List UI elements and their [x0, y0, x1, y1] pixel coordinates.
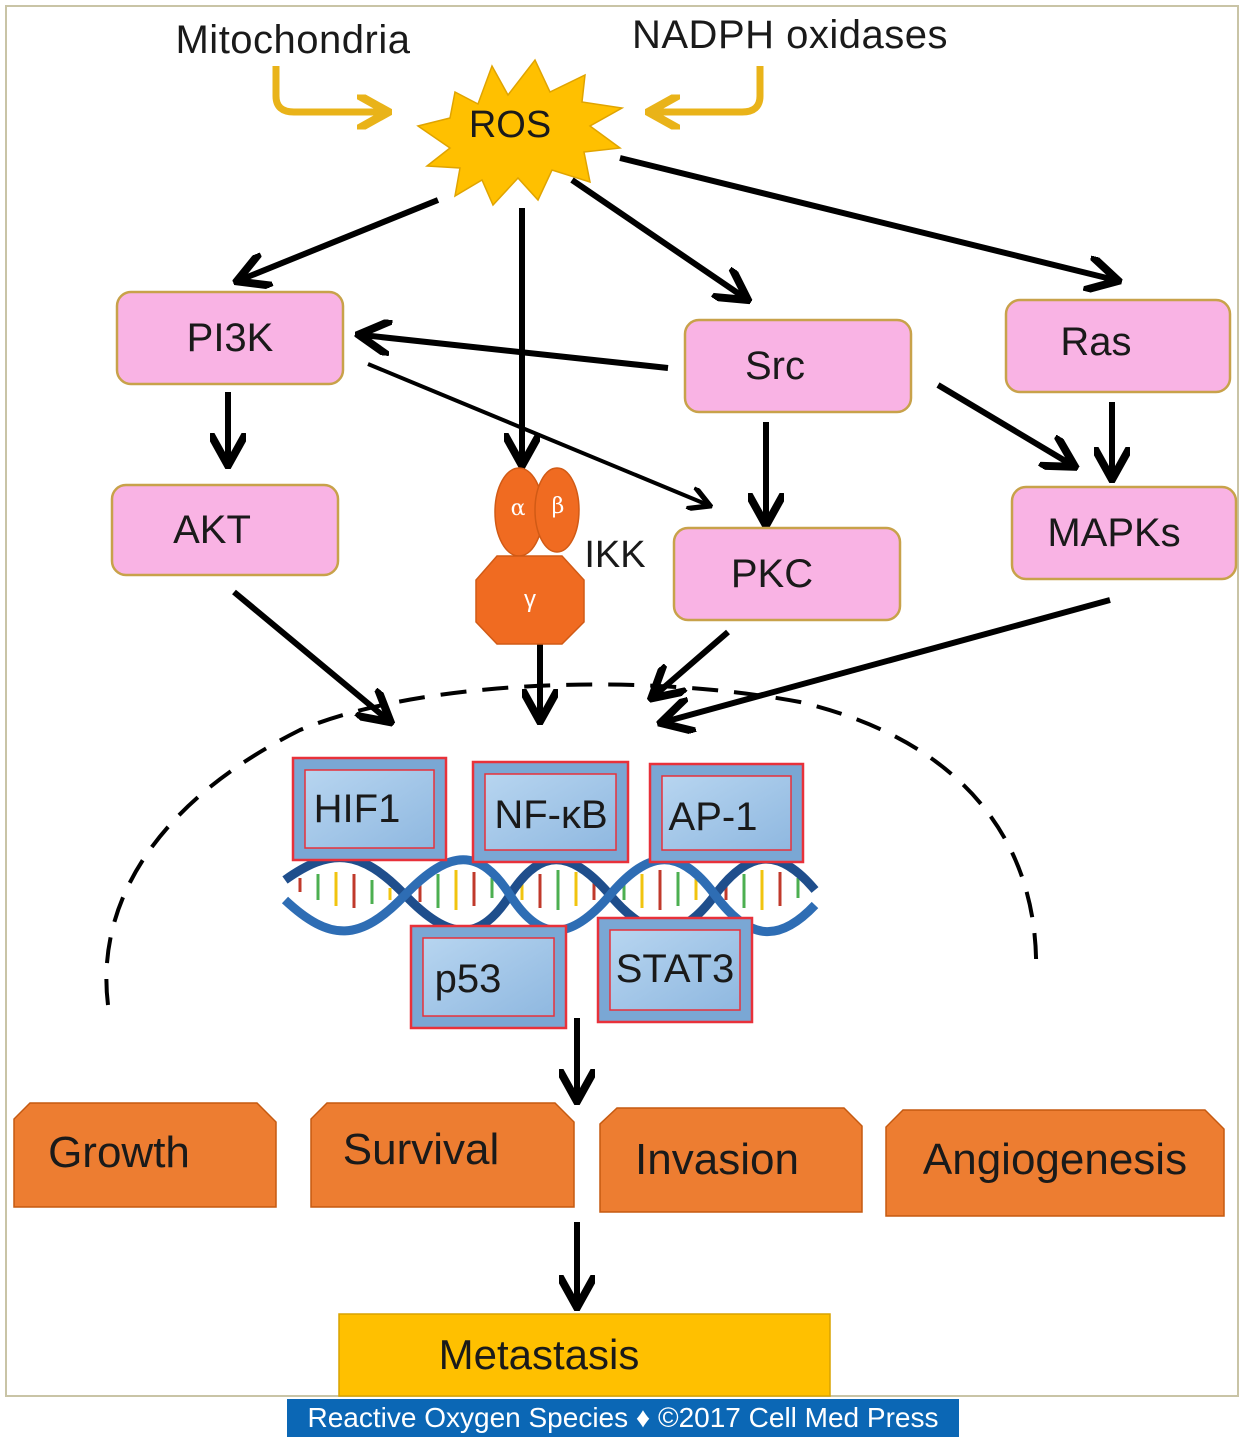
nucleus-boundary	[104, 682, 1039, 1006]
ap1-label: AP-1	[668, 794, 758, 839]
ikk-beta-label: β	[551, 493, 565, 519]
ros-to-pi3k-arrow	[240, 197, 440, 280]
mapks-label: MAPKs	[1047, 510, 1181, 555]
invasion-label: Invasion	[635, 1135, 799, 1184]
growth-box	[13, 1102, 277, 1208]
hif1-label: HIF1	[313, 786, 401, 831]
stat3-label: STAT3	[615, 946, 735, 991]
pi3k-to-pkc-arrow	[367, 362, 708, 505]
ikk-alpha-label: α	[510, 495, 526, 521]
ras-label: Ras	[1060, 319, 1132, 364]
angiogenesis-label: Angiogenesis	[922, 1135, 1188, 1184]
nadph-oxidases-label: NADPH oxidases	[631, 12, 948, 57]
metastasis-label: Metastasis	[438, 1331, 640, 1378]
ikk-gamma-subunit	[475, 555, 585, 645]
metastasis-box	[338, 1313, 831, 1397]
survival-box	[310, 1102, 575, 1208]
mitochondria-label: Mitochondria	[175, 17, 411, 62]
pi3k-label: PI3K	[186, 315, 274, 360]
mapks-box	[1010, 485, 1238, 581]
src-box	[683, 318, 913, 414]
angiogenesis-box	[885, 1109, 1225, 1217]
p53-label: p53	[434, 956, 502, 1001]
ros-to-src-arrow	[570, 177, 745, 298]
nadph-arrow	[652, 66, 764, 112]
mapks-to-nucleus-arrow	[664, 597, 1111, 722]
survival-label: Survival	[342, 1125, 500, 1174]
src-to-mapks-arrow	[936, 382, 1072, 465]
stat3-box	[596, 916, 754, 1024]
nfkb-label: NF-κB	[494, 792, 608, 837]
ras-box	[1004, 298, 1232, 394]
src-label: Src	[745, 343, 805, 388]
pkc-box	[672, 526, 902, 622]
invasion-box	[599, 1107, 863, 1213]
akt-to-nucleus-arrow	[232, 589, 388, 720]
nfkb-box	[471, 760, 630, 864]
ros-starburst	[416, 58, 625, 207]
credit-banner: Reactive Oxygen Species ♦ ©2017 Cell Med…	[287, 1399, 959, 1437]
p53-box	[409, 924, 568, 1030]
src-to-pi3k-arrow	[362, 335, 669, 371]
ap1-box	[648, 762, 805, 864]
ikk-beta-subunit	[534, 467, 580, 553]
pkc-label: PKC	[730, 551, 814, 596]
hif1-box	[291, 756, 448, 862]
akt-label: AKT	[173, 507, 251, 552]
growth-label: Growth	[48, 1128, 190, 1177]
ikk-gamma-label: γ	[524, 586, 536, 613]
mitochondria-arrow	[272, 66, 385, 112]
ikk-label: IKK	[584, 533, 646, 576]
pi3k-box	[115, 290, 345, 386]
ros-to-ras-arrow	[619, 155, 1115, 280]
akt-box	[110, 483, 340, 577]
ros-label: ROS	[468, 103, 552, 146]
